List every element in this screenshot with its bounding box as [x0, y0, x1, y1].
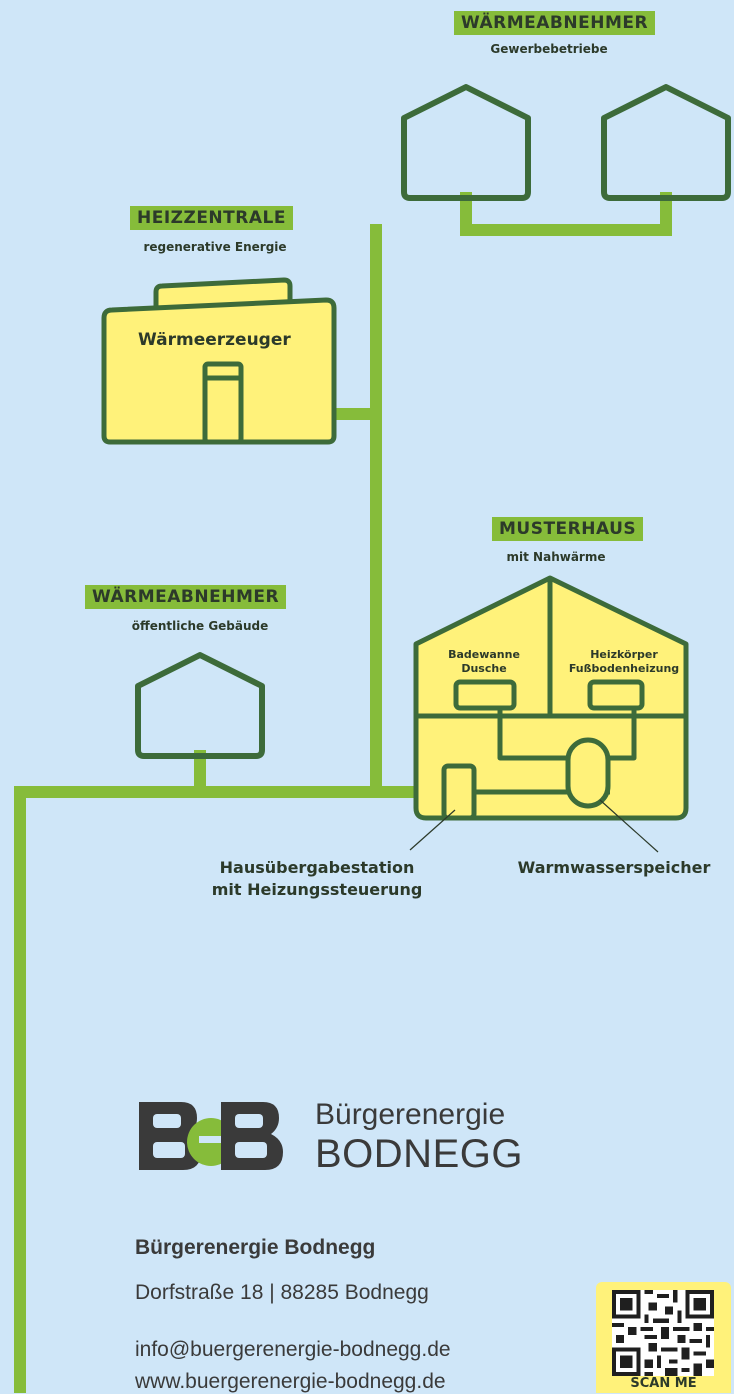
beb-logo [139, 1102, 283, 1170]
radiator-fixture [587, 679, 645, 711]
subtitle-heating-center: regenerative Energie [143, 240, 287, 254]
heater-unit [202, 361, 244, 445]
brand-name-line2: BODNEGG [315, 1132, 523, 1176]
tag-consumers-commercial: WÄRMEABNEHMER [454, 11, 656, 35]
qr-caption: SCAN ME [630, 1376, 697, 1391]
bathtub-fixture [453, 679, 517, 711]
qr-code [611, 1290, 715, 1376]
hot-water-storage [565, 737, 611, 809]
heating-center-building [101, 277, 337, 445]
contact-name: Bürgerenergie Bodnegg [135, 1236, 376, 1259]
house-outline-right [601, 84, 731, 201]
house-outline-left [401, 84, 531, 201]
brand-name-line1: Bürgerenergie [315, 1098, 506, 1131]
bathroom-label: Badewanne Dusche [448, 648, 520, 675]
contact-address: Dorfstraße 18 | 88285 Bodnegg [135, 1281, 429, 1304]
tag-consumers-public: WÄRMEABNEHMER [85, 585, 287, 609]
subtitle-commercial: Gewerbebetriebe [490, 42, 608, 56]
contact-email[interactable]: info@buergerenergie-bodnegg.de [135, 1338, 451, 1361]
transfer-station-callout: Hausübergabestation mit Heizungssteuerun… [211, 858, 423, 899]
subtitle-public: öffentliche Gebäude [131, 619, 269, 633]
callout-lines [409, 799, 659, 853]
heating-label: Heizkörper Fußbodenheizung [568, 648, 680, 675]
public-building-icon [135, 652, 265, 759]
tag-heating-center: HEIZZENTRALE [130, 206, 293, 230]
tag-model-house: MUSTERHAUS [492, 517, 644, 541]
transfer-station [441, 763, 477, 821]
storage-callout: Warmwasserspeicher [517, 858, 711, 877]
model-house-building [413, 575, 689, 821]
pipe-bottom-main [14, 786, 464, 1393]
pipe-top-branch [460, 192, 672, 236]
heat-generator-label: Wärmeerzeuger [138, 330, 291, 350]
commercial-building-icons [401, 84, 731, 201]
contact-website[interactable]: www.buergerenergie-bodnegg.de [135, 1370, 446, 1393]
qr-code-box[interactable]: SCAN ME [596, 1282, 731, 1393]
subtitle-model-house: mit Nahwärme [506, 550, 606, 564]
